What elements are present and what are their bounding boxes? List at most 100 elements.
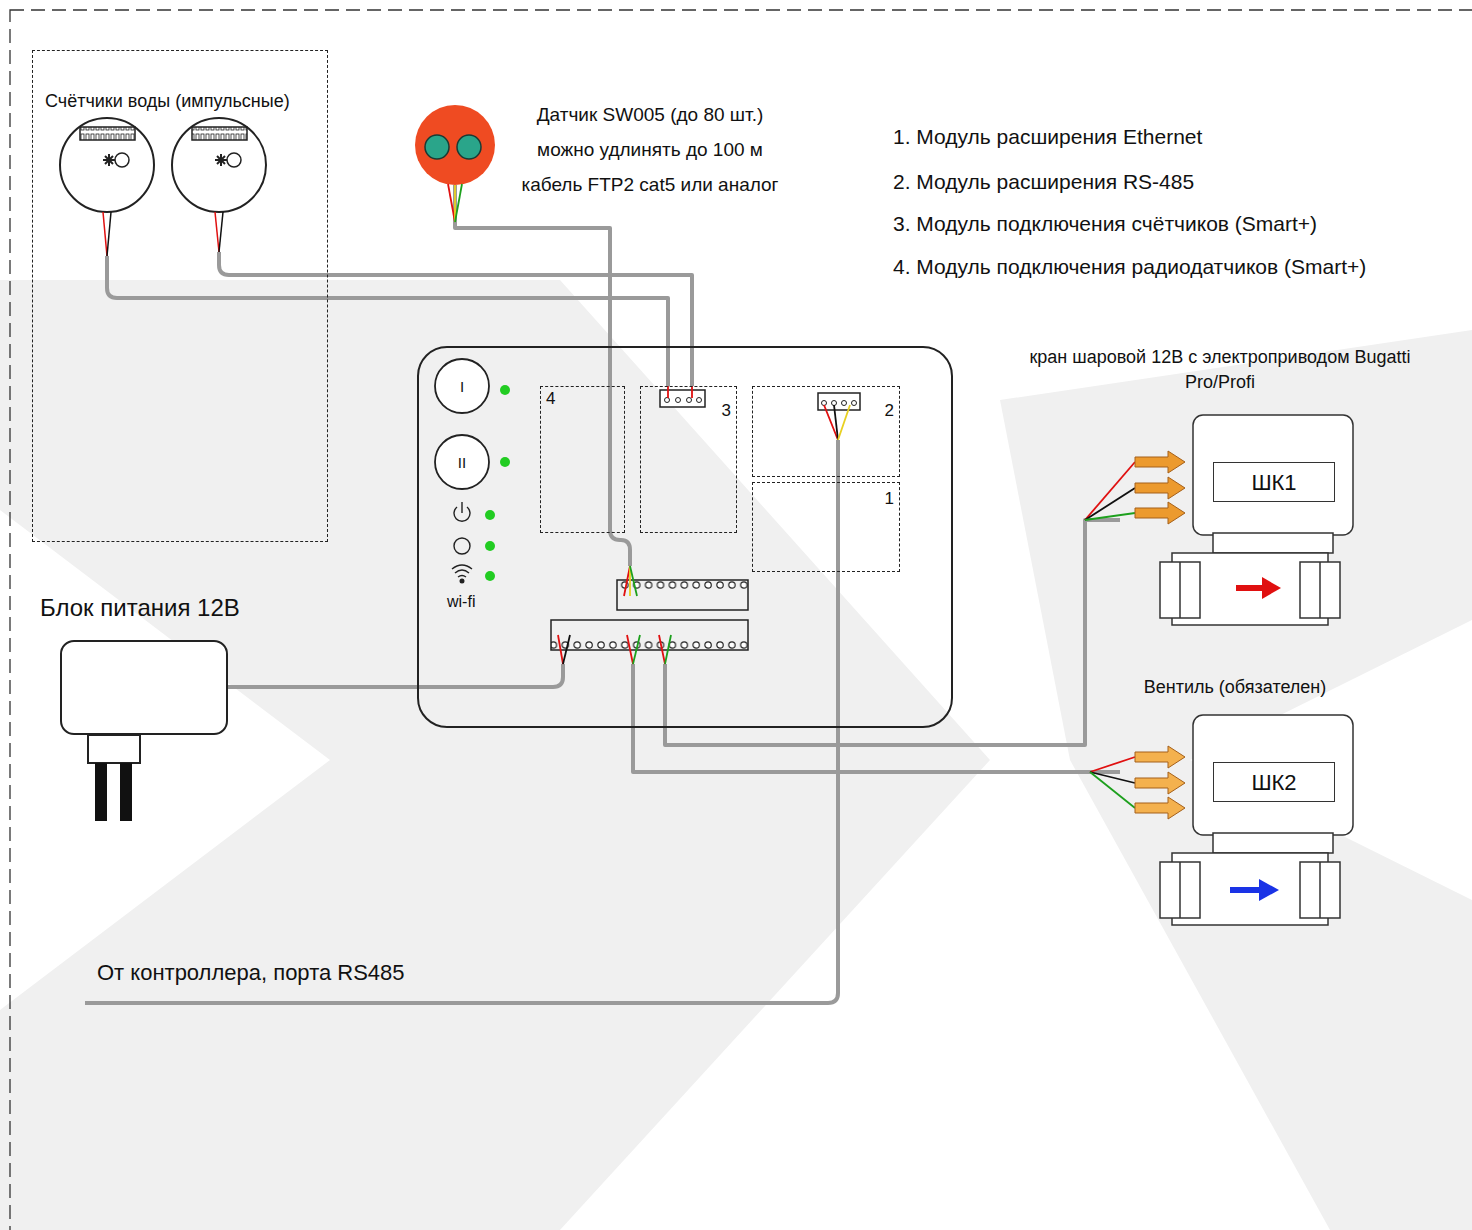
control-button xyxy=(435,435,489,489)
water-meter xyxy=(172,118,266,212)
node-label: кран шаровой 12В с электроприводом Bugat… xyxy=(1000,345,1440,395)
node-label: Вентиль (обязателен) xyxy=(1070,677,1400,699)
water-meter xyxy=(172,118,266,212)
legend-item: 2. Модуль расширения RS-485 xyxy=(893,170,1194,194)
water-meter xyxy=(215,154,227,166)
module-lead xyxy=(834,405,838,440)
node-label: Блок питания 12В xyxy=(40,594,240,623)
meter-wire xyxy=(103,212,223,256)
terminal-arrow xyxy=(1135,772,1185,794)
module-connector xyxy=(660,390,860,410)
status-led xyxy=(485,571,495,581)
valve-lead xyxy=(1085,462,1135,808)
control-button xyxy=(435,359,489,489)
module-connector xyxy=(822,401,827,406)
valve xyxy=(1180,862,1320,918)
status-icon xyxy=(452,502,472,583)
valve-cable xyxy=(633,728,1120,772)
meter-wire xyxy=(328,298,668,386)
module-connector xyxy=(676,398,681,403)
inner-wire xyxy=(663,664,667,730)
valve-lead xyxy=(1085,488,1135,520)
terminal-arrow xyxy=(1135,477,1185,499)
meter-wire xyxy=(107,252,330,298)
power-plug xyxy=(88,735,140,763)
water-meter xyxy=(60,118,154,212)
module-connector xyxy=(832,401,837,406)
node-label: Счётчики воды (импульсные) xyxy=(45,91,290,113)
valve-lead xyxy=(1085,513,1135,520)
node-label: 1 xyxy=(885,489,894,509)
ball-valve xyxy=(1213,533,1333,553)
terminal-lead xyxy=(563,635,570,664)
meter-wire xyxy=(107,212,111,256)
status-led xyxy=(485,385,510,581)
module-lead xyxy=(838,405,850,440)
module-connector xyxy=(687,398,692,403)
ball-valve-unit: кран шаровой 12В с электроприводом Bugat… xyxy=(1120,415,1360,630)
terminal-lead xyxy=(624,566,630,596)
terminal-block xyxy=(551,620,748,650)
terminal-lead xyxy=(665,635,671,664)
water-meter xyxy=(227,153,241,167)
legend-item: 4. Модуль подключения радиодатчиков (Sma… xyxy=(893,255,1366,279)
valve-lead xyxy=(1090,772,1135,808)
terminal-arrow xyxy=(1135,746,1185,819)
terminal-lead xyxy=(627,635,633,664)
terminal-arrow xyxy=(1135,451,1185,473)
module-lead xyxy=(824,405,838,440)
outer-frame xyxy=(10,10,1472,1230)
status-led xyxy=(485,541,495,551)
node-label: Датчик SW005 (до 80 шт.) можно удлинять … xyxy=(515,97,785,202)
controller-box: wi-fi4321 xyxy=(417,346,953,728)
status-led xyxy=(500,457,510,467)
meter-wire xyxy=(219,212,223,252)
water-meter xyxy=(192,127,247,140)
inner-wire xyxy=(631,664,635,730)
wire-label: От контроллера, порта RS485 xyxy=(97,960,405,986)
power-cable xyxy=(228,685,417,689)
button-mark: II xyxy=(458,454,466,471)
flow-arrow xyxy=(1230,887,1262,893)
module-slot: 1 xyxy=(752,482,900,572)
legend-item: 1. Модуль расширения Ethernet xyxy=(893,125,1202,149)
terminal-arrow xyxy=(1135,746,1185,768)
node-label: 4 xyxy=(546,389,555,409)
sensor-symbol xyxy=(455,184,462,222)
valve-tag: ШК2 xyxy=(1213,762,1335,802)
module-lead xyxy=(668,386,850,440)
sensor-cable xyxy=(455,185,610,346)
terminal-arrow xyxy=(1135,502,1185,524)
legend-item: 3. Модуль подключения счётчиков (Smart+) xyxy=(893,212,1317,236)
meter-group: Счётчики воды (импульсные) xyxy=(32,50,328,542)
watermark-chevron xyxy=(1000,330,1472,1230)
meter-wire xyxy=(328,275,692,386)
status-led xyxy=(500,385,510,395)
module-lead xyxy=(667,386,669,398)
terminal-lead xyxy=(659,635,665,664)
sensor-symbol xyxy=(415,105,495,222)
valve xyxy=(1160,715,1353,925)
module-connector xyxy=(665,398,857,406)
terminal-lead xyxy=(630,566,637,596)
valve-lead xyxy=(1090,757,1135,772)
water-meter xyxy=(80,127,135,140)
module-connector xyxy=(852,401,857,406)
module-lead xyxy=(691,386,693,398)
watermark-chevron xyxy=(0,280,990,1230)
sensor-symbol xyxy=(448,184,455,222)
status-icon xyxy=(454,538,470,554)
terminal-lead xyxy=(558,566,671,664)
terminal-arrow xyxy=(1135,797,1185,819)
power-plug xyxy=(120,763,132,821)
node-label: 3 xyxy=(722,401,731,421)
node-label: 2 xyxy=(885,401,894,421)
module-slot: 3 xyxy=(640,386,737,533)
terminal-lead xyxy=(633,635,640,664)
terminal-lead xyxy=(558,635,563,664)
water-meter xyxy=(115,153,129,167)
status-icon xyxy=(461,502,462,513)
module-connector xyxy=(665,398,670,403)
valve-lead xyxy=(1085,462,1135,520)
